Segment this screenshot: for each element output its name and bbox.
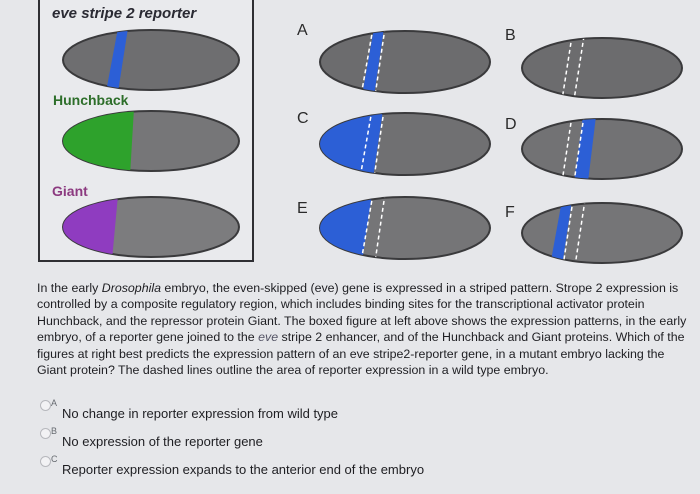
option-c-embryo (319, 112, 491, 176)
option-e-embryo (319, 196, 491, 260)
radio-c[interactable] (40, 456, 51, 467)
label-e: E (297, 200, 308, 217)
radio-a[interactable] (40, 400, 51, 411)
hunchback-label: Hunchback (53, 92, 129, 108)
option-b-text: No expression of the reporter gene (62, 434, 263, 449)
question-text: In the early Drosophila embryo, the even… (37, 281, 687, 378)
label-b: B (505, 27, 516, 44)
giant-label: Giant (52, 183, 88, 199)
reference-hunchback-embryo (62, 110, 240, 172)
label-f: F (505, 204, 515, 221)
radio-b[interactable] (40, 428, 51, 439)
option-c-text: Reporter expression expands to the anter… (62, 462, 425, 477)
reference-giant-embryo (62, 196, 240, 258)
option-a-embryo (319, 30, 491, 94)
embryo-figures (62, 29, 683, 264)
label-d: D (505, 116, 517, 133)
option-a-text: No change in reporter expression from wi… (62, 406, 339, 421)
option-d-embryo (521, 118, 683, 180)
reference-reporter-embryo (62, 29, 240, 91)
label-c: C (297, 110, 309, 127)
box-title: eve stripe 2 reporter (52, 5, 197, 22)
option-f-embryo (521, 202, 683, 264)
label-a: A (297, 22, 308, 39)
option-b-embryo (521, 37, 683, 99)
